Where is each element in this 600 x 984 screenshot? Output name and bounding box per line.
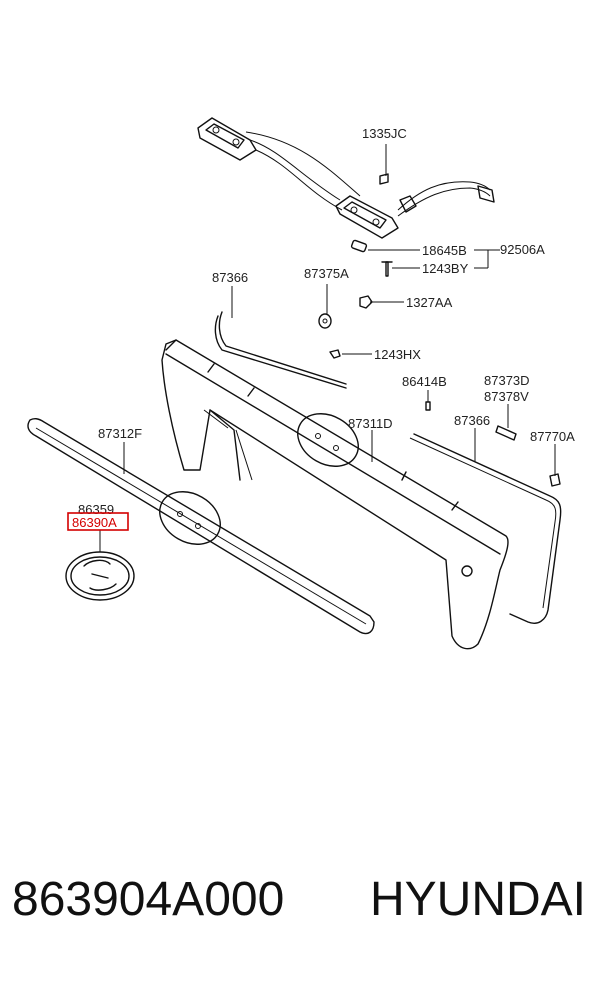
label-1243hx: 1243HX: [374, 347, 421, 362]
label-87312f: 87312F: [98, 426, 142, 441]
highlight-box: [67, 512, 129, 531]
label-87366-right: 87366: [454, 413, 490, 428]
hyundai-emblem: [65, 551, 135, 601]
part-labels: 1335JC 18645B 92506A 1243BY 87366 87375A…: [67, 126, 575, 531]
leader-lines: [99, 144, 556, 552]
molding-strip: [27, 417, 375, 635]
label-87311d: 87311D: [348, 416, 393, 431]
seal-strip-left: [214, 311, 347, 389]
label-1327aa: 1327AA: [406, 295, 453, 310]
label-86390a: 86390A: [72, 515, 117, 530]
caption-bar: 863904A000 HYUNDAI: [0, 872, 600, 952]
label-1243by: 1243BY: [422, 261, 469, 276]
fastener-parts: [318, 239, 561, 487]
brand-name: HYUNDAI: [369, 873, 586, 926]
garnish-panel: [161, 339, 509, 650]
label-18645b: 18645B: [422, 243, 467, 258]
label-87366-left: 87366: [212, 270, 248, 285]
label-87770a: 87770A: [530, 429, 575, 444]
part-number: 863904A000: [12, 873, 285, 926]
label-92506a: 92506A: [500, 242, 545, 257]
label-87373d: 87373D: [484, 373, 530, 388]
lamp-harness-assembly: [197, 117, 495, 239]
label-86414b: 86414B: [402, 374, 447, 389]
label-87375a: 87375A: [304, 266, 349, 281]
seal-strip-right: [413, 433, 562, 624]
label-87378v: 87378V: [484, 389, 529, 404]
label-1335jc: 1335JC: [362, 126, 407, 141]
